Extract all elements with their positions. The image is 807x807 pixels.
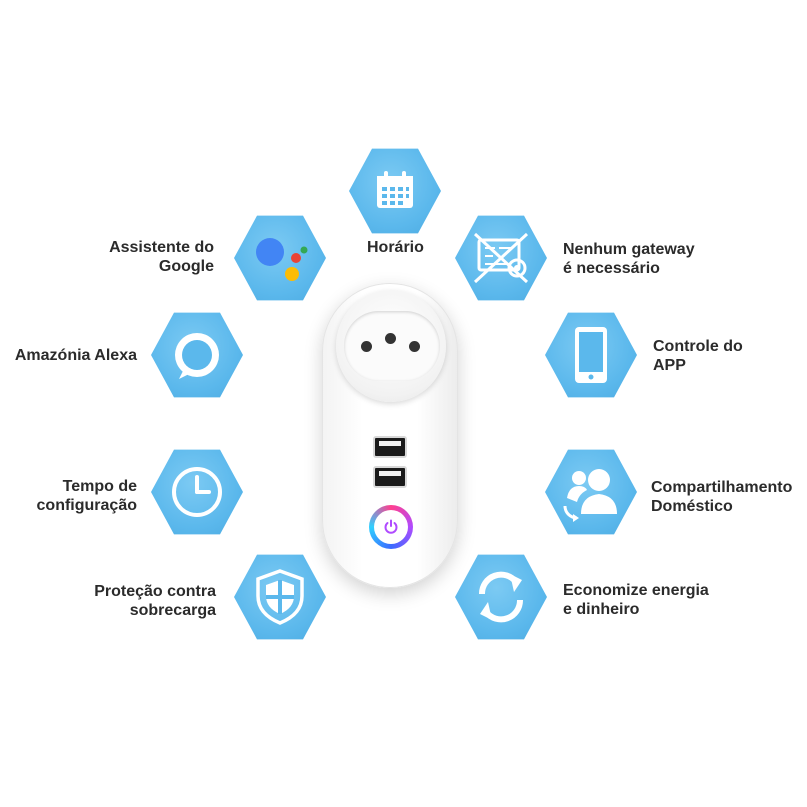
calendar-icon — [377, 171, 413, 208]
google-assistant-icon — [256, 238, 308, 281]
power-button-face — [374, 510, 408, 544]
alexa-hex — [151, 312, 243, 398]
google-hex — [234, 215, 326, 301]
clock-icon — [172, 467, 222, 517]
clock-hex — [151, 449, 243, 535]
usb-port-bottom[interactable] — [373, 466, 407, 488]
label-tempo: Tempo de configuração — [36, 478, 137, 514]
share-hex — [545, 449, 637, 535]
label-alexa: Amazónia Alexa — [14, 347, 137, 364]
shield-icon — [256, 569, 304, 625]
calendar-hex — [349, 148, 441, 234]
gateway-hex — [455, 215, 547, 301]
shield-hex — [234, 554, 326, 640]
label-gateway: Nenhum gateway é necessário — [563, 241, 695, 277]
label-economize: Economize energia e dinheiro — [563, 582, 709, 618]
label-app: Controle do APP — [653, 338, 743, 374]
label-protecao: Proteção contra sobrecarga — [94, 583, 216, 619]
label-horario: Horário — [367, 239, 424, 256]
no-gateway-icon — [473, 232, 529, 284]
refresh-hex — [455, 554, 547, 640]
users-share-icon — [563, 469, 617, 522]
refresh-icon — [478, 571, 524, 623]
label-google: Assistente do Google — [109, 239, 214, 275]
app-hex — [545, 312, 637, 398]
usb-port-top[interactable] — [373, 436, 407, 458]
power-button[interactable] — [369, 505, 413, 549]
socket-pin-right — [409, 341, 420, 352]
power-icon — [384, 519, 398, 534]
socket-pin-left — [361, 341, 372, 352]
label-compart: Compartilhamento Doméstico — [651, 479, 793, 515]
socket-face — [344, 311, 440, 381]
alexa-ring-icon — [175, 333, 219, 379]
socket-pin-center — [385, 333, 396, 344]
smartphone-icon — [575, 327, 607, 383]
